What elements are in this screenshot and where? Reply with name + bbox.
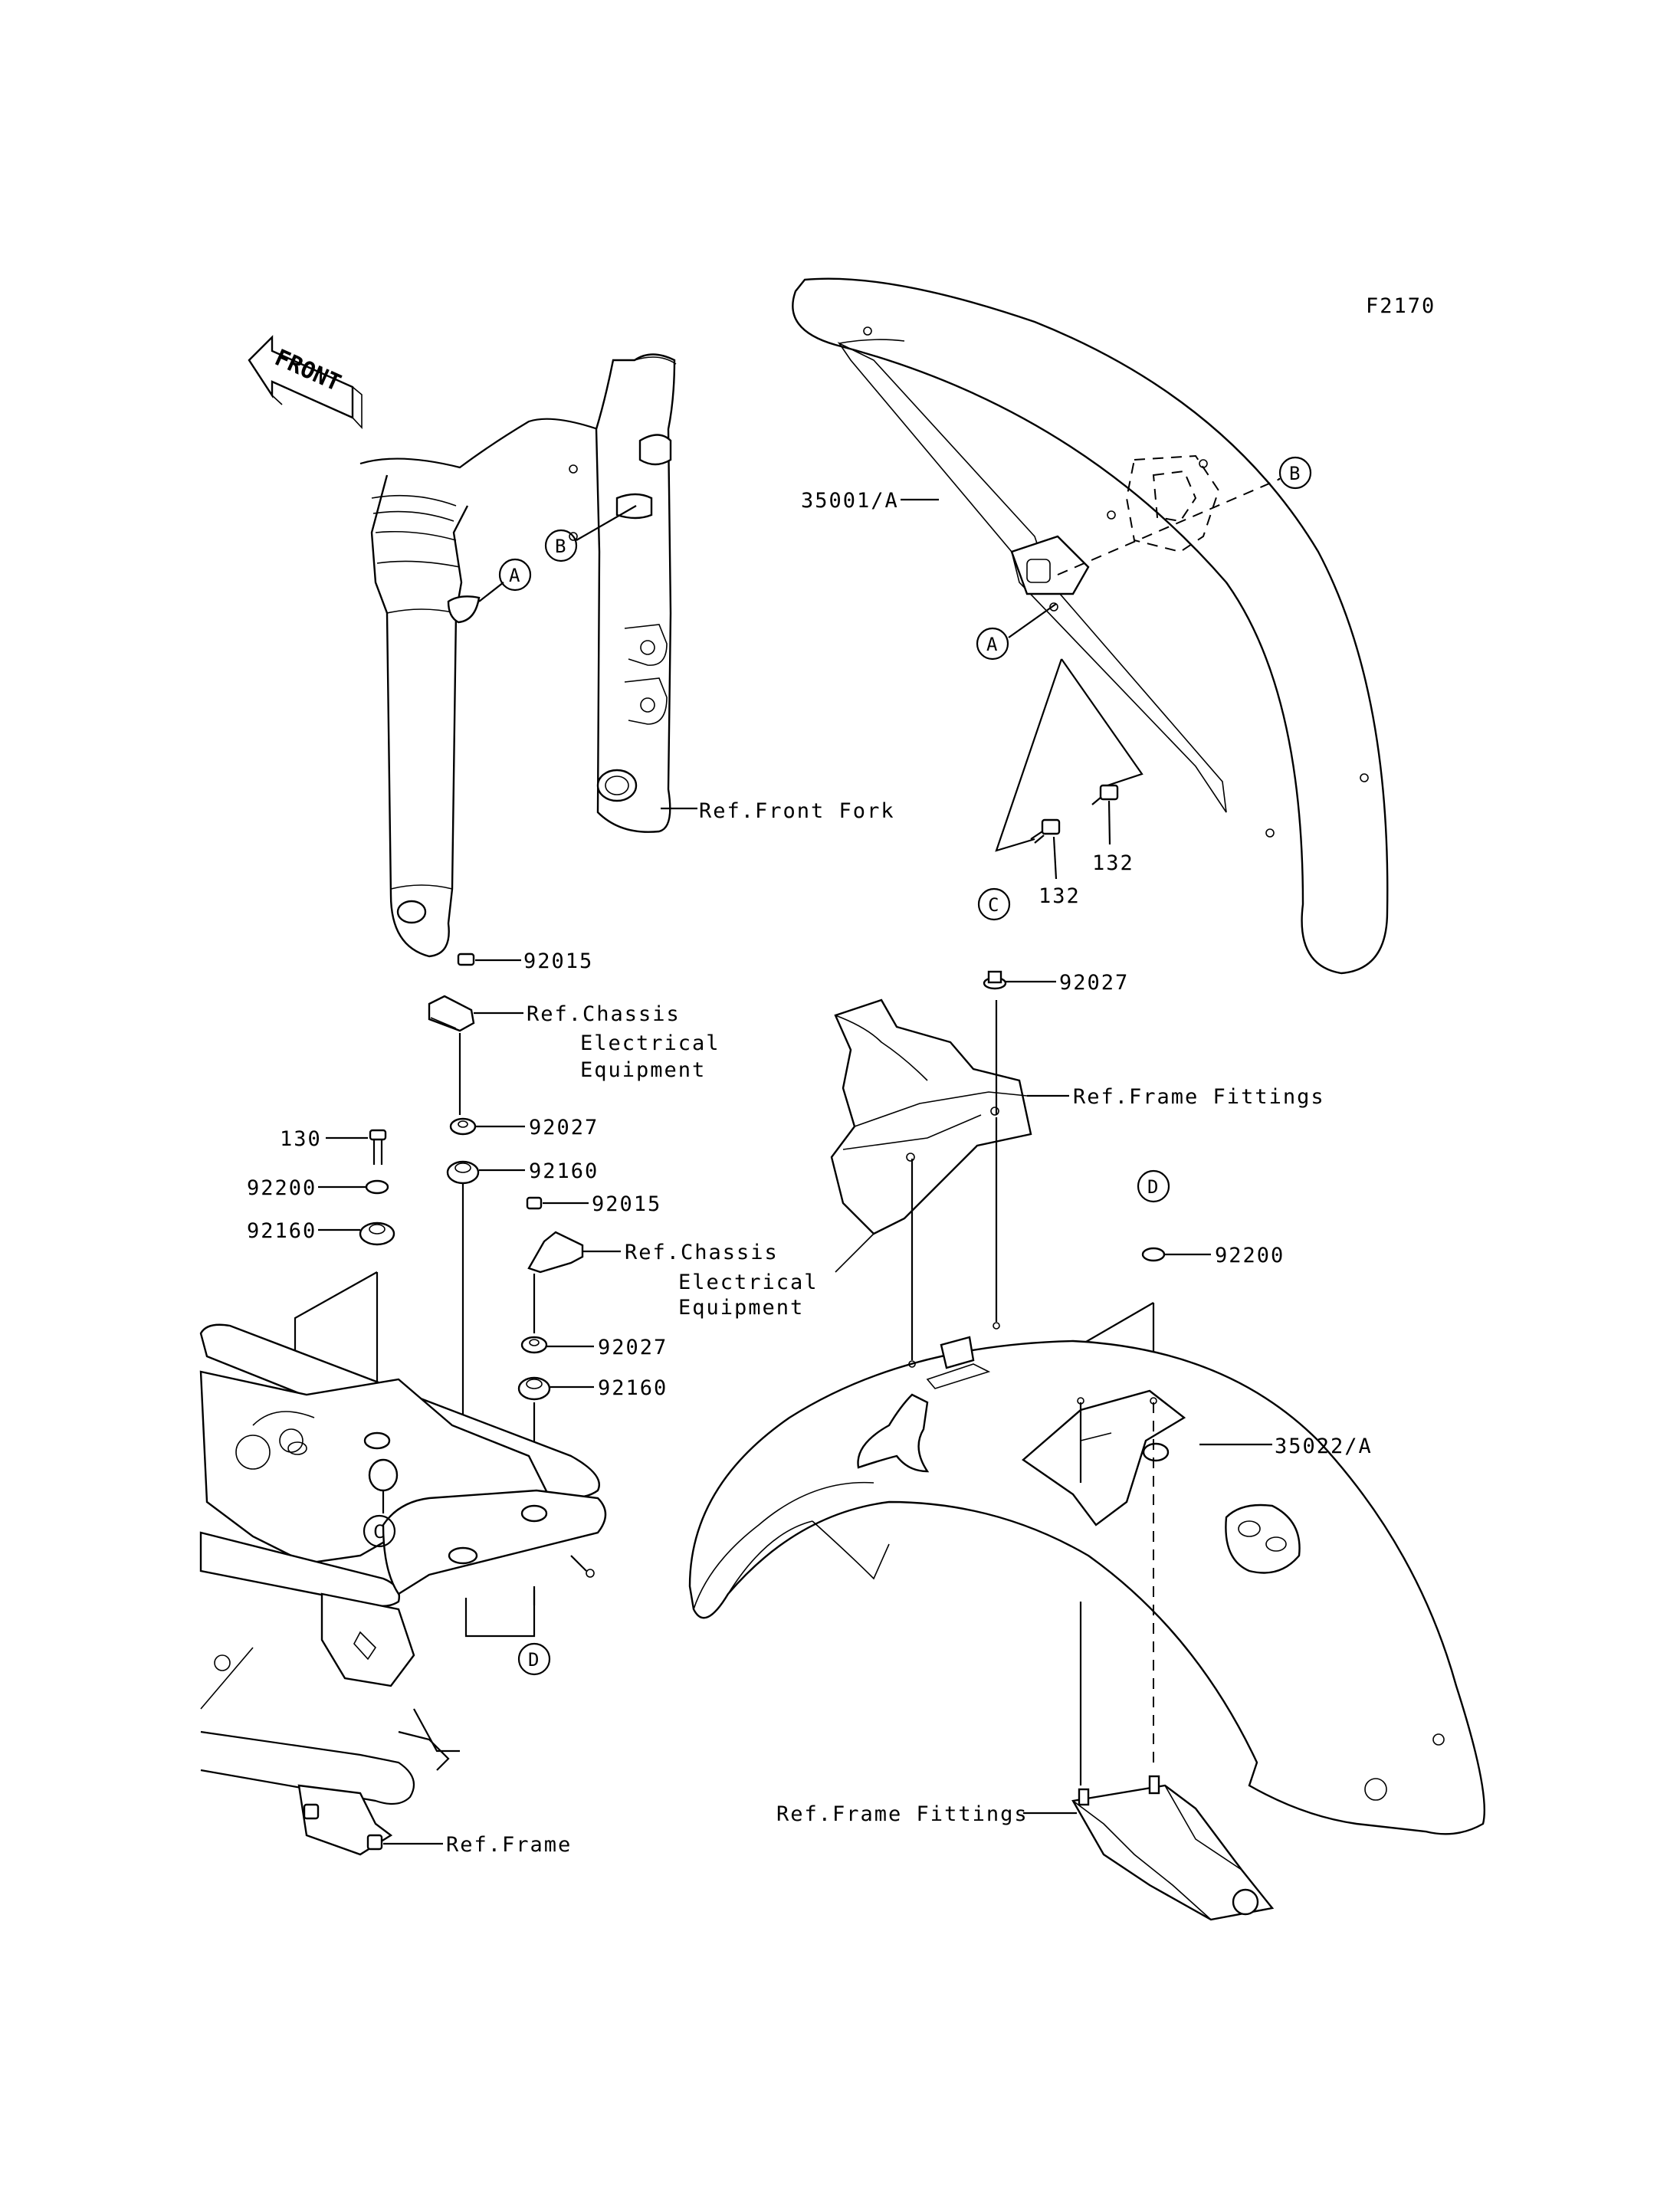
ref-chassis-upper-2: Electrical	[580, 1031, 720, 1055]
washer-92027-left-upper	[449, 1117, 477, 1136]
label-92015-lower: 92015	[592, 1192, 661, 1216]
nut-92015-lower	[526, 1196, 543, 1210]
washer-92200-left	[365, 1179, 389, 1195]
callout-b-fender: B	[1278, 456, 1312, 490]
label-35022: 35022/A	[1275, 1435, 1373, 1458]
label-132-b: 132	[1092, 851, 1134, 875]
ref-frame-fittings-lower: Ref.Frame Fittings	[776, 1802, 1029, 1826]
label-92200-left: 92200	[247, 1176, 317, 1200]
clamp-chassis-lower	[527, 1231, 584, 1274]
callout-a-fender: A	[976, 627, 1009, 661]
label-92160-left-upper: 92160	[529, 1159, 599, 1183]
label-92015-upper: 92015	[523, 949, 593, 973]
label-92027-right: 92027	[1059, 971, 1129, 995]
ref-chassis-upper-3: Equipment	[580, 1058, 706, 1082]
svg-text:A: A	[509, 565, 520, 586]
callout-c-right: C	[977, 887, 1011, 921]
frame-fittings-bracket	[830, 998, 1032, 1273]
washer-92027-left-lower	[520, 1336, 548, 1354]
svg-text:B: B	[555, 536, 566, 557]
front-arrow-icon: FRONT	[248, 335, 363, 430]
svg-text:A: A	[986, 634, 998, 655]
label-92027-left-lower: 92027	[598, 1336, 668, 1359]
bolt-132-left	[1030, 818, 1061, 844]
grommet-92160-left-upper	[446, 1160, 480, 1185]
svg-text:C: C	[988, 894, 999, 916]
callout-c-left: C	[363, 1514, 396, 1548]
callout-d-right: D	[1137, 1169, 1170, 1203]
svg-text:C: C	[373, 1521, 384, 1543]
front-fender-drawing	[792, 277, 1389, 975]
label-132-a: 132	[1039, 884, 1081, 908]
callout-d-left: D	[517, 1642, 551, 1676]
washer-92200-right	[1141, 1247, 1166, 1262]
svg-text:D: D	[528, 1649, 539, 1671]
ref-chassis-lower-1: Ref.Chassis	[625, 1241, 779, 1264]
bolt-130	[369, 1129, 387, 1165]
grommet-92160-mid	[517, 1376, 551, 1401]
figure-code: F2170	[1366, 294, 1436, 318]
clamp-chassis-upper	[428, 995, 475, 1032]
label-130: 130	[280, 1127, 322, 1151]
label-92160-left-lower: 92160	[247, 1219, 317, 1243]
callout-a-fork: A	[498, 558, 532, 592]
ref-chassis-lower-2: Electrical	[678, 1271, 819, 1294]
grommet-92160-left-lower	[359, 1221, 395, 1246]
rear-fender-drawing	[688, 1322, 1485, 1921]
callout-b-fork: B	[544, 529, 578, 562]
ref-frame-fittings-upper: Ref.Frame Fittings	[1073, 1085, 1325, 1109]
ref-frame-label: Ref.Frame	[446, 1833, 572, 1857]
label-92027-left-upper: 92027	[529, 1116, 599, 1139]
frame-drawing	[199, 1323, 607, 1856]
svg-text:B: B	[1289, 463, 1300, 484]
bolt-132-right	[1091, 784, 1119, 805]
label-92200-right: 92200	[1215, 1244, 1285, 1267]
ref-chassis-lower-3: Equipment	[678, 1296, 804, 1320]
ref-front-fork-label: Ref.Front Fork	[699, 799, 895, 823]
ref-chassis-upper-1: Ref.Chassis	[527, 1002, 681, 1026]
svg-text:D: D	[1147, 1176, 1158, 1198]
washer-92027-right	[983, 970, 1007, 990]
label-35001: 35001/A	[801, 489, 899, 513]
front-fork-drawing	[359, 353, 677, 958]
label-92160-mid: 92160	[598, 1376, 668, 1400]
nut-92015-upper	[457, 953, 475, 966]
